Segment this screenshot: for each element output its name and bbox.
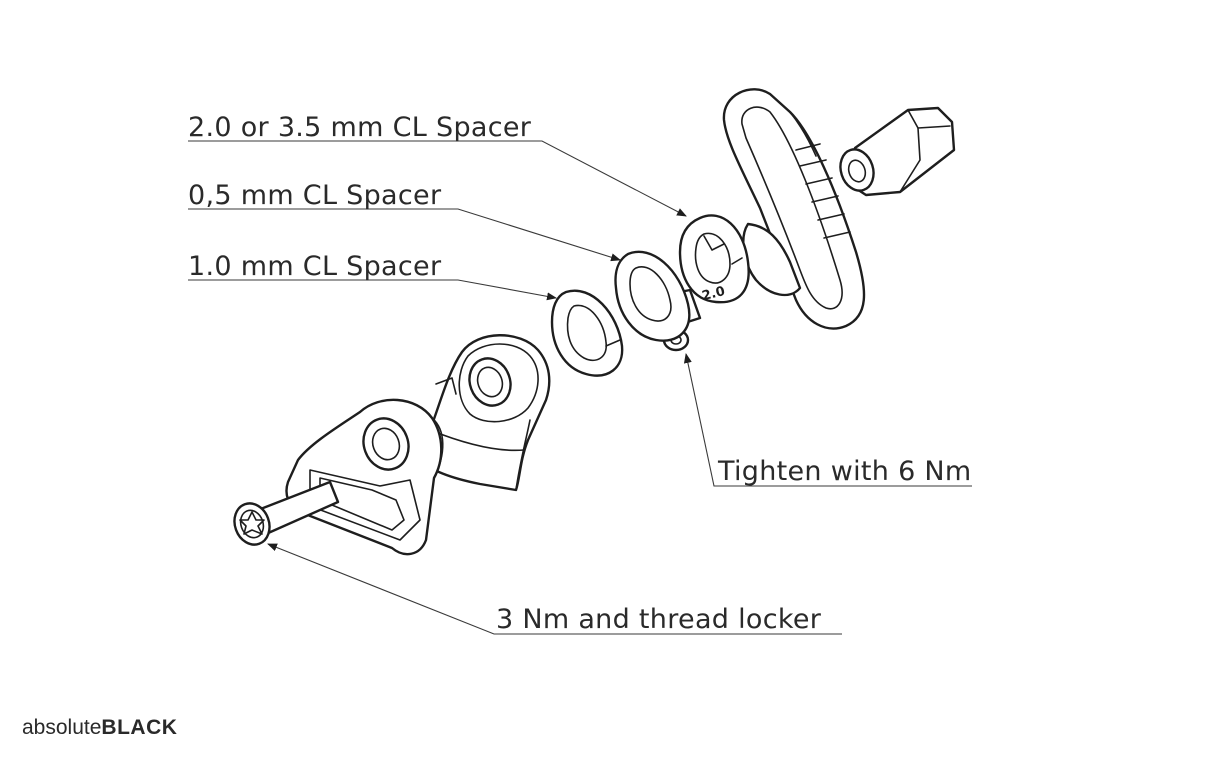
spacer-1-0 [550, 289, 624, 377]
brand-logo: absoluteBLACK [22, 716, 177, 739]
clamp-body-front [285, 398, 444, 556]
label-spacer-0-5: 0,5 mm CL Spacer [188, 180, 442, 211]
spacer-0-5 [614, 250, 691, 342]
label-spacer-2-0-or-3-5: 2.0 or 3.5 mm CL Spacer [188, 112, 532, 143]
spacer-marking: 2.0 [701, 284, 727, 304]
spacer-2-0: 2.0 [678, 214, 750, 304]
label-tighten: Tighten with 6 Nm [717, 456, 972, 487]
brand-logo-bold: BLACK [101, 716, 177, 739]
torx-screw [233, 480, 340, 546]
clamp-body-rear [418, 334, 551, 492]
hex-barrel-nut [839, 106, 956, 197]
label-spacer-1-0: 1.0 mm CL Spacer [188, 251, 442, 282]
label-thread-locker: 3 Nm and thread locker [496, 604, 822, 635]
clamp-plate [722, 88, 866, 330]
brand-logo-light: absolute [22, 716, 101, 739]
